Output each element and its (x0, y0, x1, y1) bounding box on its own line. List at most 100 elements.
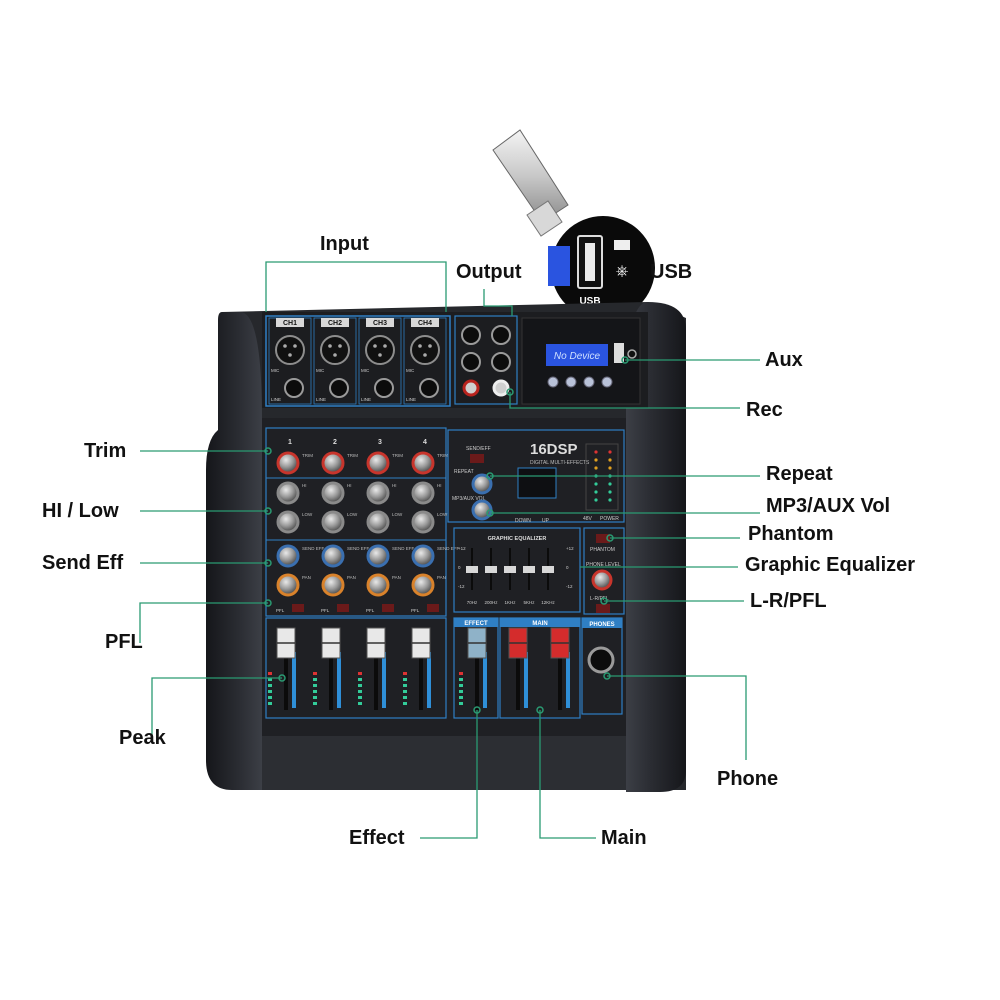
callout-pfl: PFL (105, 631, 143, 653)
pfl-button[interactable] (292, 604, 304, 612)
channel-knob[interactable] (276, 451, 300, 475)
input-channel-tag (321, 318, 349, 327)
channel-knob[interactable] (366, 451, 390, 475)
line-input-jack[interactable] (374, 378, 394, 398)
channel-number: 1 (288, 439, 292, 446)
channel-knob[interactable] (321, 451, 345, 475)
eq-scale-label: -12 (566, 584, 573, 589)
channel-knob[interactable] (411, 451, 435, 475)
l-r-pfl-label: L-R/PFL (590, 596, 609, 602)
fader-scale (427, 652, 431, 708)
channel-knob-label: HI (392, 483, 397, 488)
peak-led (459, 702, 463, 705)
channel-knob[interactable] (276, 510, 300, 534)
channel-knob[interactable] (321, 544, 345, 568)
peak-led (313, 702, 317, 705)
pfl-button[interactable] (337, 604, 349, 612)
channel-knob-label: SEND EFF (437, 546, 460, 551)
callout-output: Output (456, 261, 522, 283)
peak-led (268, 690, 272, 693)
l-r-pfl-button[interactable] (596, 604, 610, 613)
mp3-control-button[interactable] (601, 376, 613, 388)
channel-knob[interactable] (411, 544, 435, 568)
input-channel-tag (276, 318, 304, 327)
xlr-pin (418, 344, 422, 348)
peak-led (313, 690, 317, 693)
eq-band-slider[interactable] (542, 566, 554, 573)
xlr-pin (428, 344, 432, 348)
channel-knob-label: LOW (347, 512, 358, 517)
dsp-display (517, 467, 557, 499)
xlr-pin (378, 353, 382, 357)
pfl-label: PFL (321, 608, 330, 613)
xlr-input-jack[interactable] (410, 335, 440, 365)
channel-knob[interactable] (366, 481, 390, 505)
dsp-section: 16DSP DIGITAL MULTI-EFFECTS SEND/EFF REP… (447, 429, 625, 524)
peak-led (268, 696, 272, 699)
level-led (608, 458, 612, 462)
channel-knob-label: PAN (347, 575, 356, 580)
channel-knob[interactable] (366, 510, 390, 534)
line-input-jack[interactable] (284, 378, 304, 398)
phones-label: PHONES (589, 622, 614, 628)
mp3-control-button[interactable] (565, 376, 577, 388)
eq-band-slider[interactable] (523, 566, 535, 573)
line-input-jack[interactable] (329, 378, 349, 398)
channel-knob-label: PAN (437, 575, 446, 580)
peak-led (358, 684, 362, 687)
mp3-control-button[interactable] (583, 376, 595, 388)
channel-knob[interactable] (411, 573, 435, 597)
line-input-jack[interactable] (419, 378, 439, 398)
pfl-button[interactable] (382, 604, 394, 612)
xlr-input-jack[interactable] (320, 335, 350, 365)
xlr-input-jack[interactable] (275, 335, 305, 365)
peak-led (459, 678, 463, 681)
pfl-label: PFL (411, 608, 420, 613)
channel-knob[interactable] (321, 573, 345, 597)
channel-knob-label: SEND EFF (347, 546, 370, 551)
send-eff-button[interactable] (470, 454, 484, 463)
fader-track (419, 632, 423, 710)
effect-section-label: EFFECT (464, 621, 488, 627)
callout-dot (506, 388, 514, 396)
phantom-button[interactable] (596, 534, 610, 543)
callout-hi-low: HI / Low (42, 500, 119, 522)
phones-jack[interactable] (587, 646, 615, 674)
channel-knob[interactable] (276, 573, 300, 597)
channel-knob[interactable] (321, 481, 345, 505)
eq-band-slider[interactable] (485, 566, 497, 573)
mp3-control-button[interactable] (547, 376, 559, 388)
level-led (608, 466, 612, 470)
channel-knob[interactable] (276, 544, 300, 568)
mp3-display-text: No Device (554, 351, 601, 362)
channel-knob[interactable] (366, 573, 390, 597)
power-label: POWER (600, 516, 619, 522)
eq-band-slider[interactable] (504, 566, 516, 573)
channel-knob-label: TRIM (347, 453, 358, 458)
eq-scale-label: 0 (566, 565, 569, 570)
input-channel-label: CH1 (283, 320, 297, 327)
channel-knob[interactable] (411, 481, 435, 505)
up-label: UP (542, 518, 550, 524)
input-channel-tag (366, 318, 394, 327)
dsp-logo: 16DSP (530, 441, 578, 458)
repeat-knob[interactable] (471, 473, 493, 495)
aux-jack[interactable] (627, 349, 637, 359)
channel-knob[interactable] (276, 481, 300, 505)
peak-led (313, 678, 317, 681)
eq-band-slider[interactable] (466, 566, 478, 573)
usb-port-zoom: USB ⎈ (548, 216, 655, 320)
channel-knob-label: SEND EFF (392, 546, 415, 551)
channel-knob[interactable] (411, 510, 435, 534)
channel-knob[interactable] (366, 544, 390, 568)
usb-port[interactable] (614, 343, 624, 363)
callout-dot (264, 447, 272, 455)
callout-phone: Phone (717, 768, 779, 790)
callout-peak: Peak (119, 727, 166, 749)
channel-knob[interactable] (321, 510, 345, 534)
phone-level-knob[interactable] (591, 569, 613, 591)
pfl-button[interactable] (427, 604, 439, 612)
input-channel-tag (411, 318, 439, 327)
xlr-input-jack[interactable] (365, 335, 395, 365)
